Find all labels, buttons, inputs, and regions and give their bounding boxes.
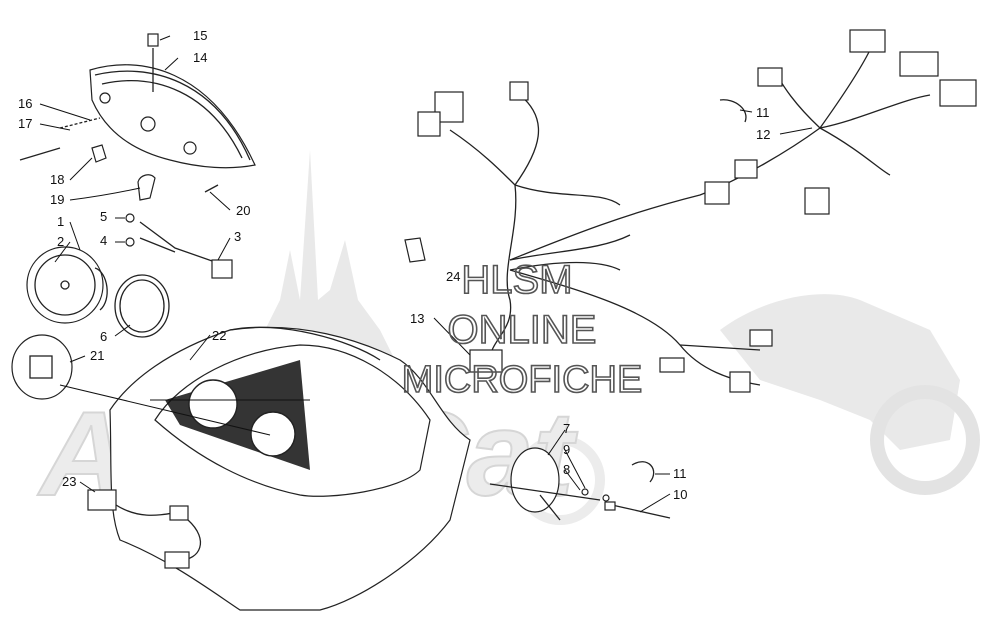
gauge-assembly	[11, 213, 233, 400]
callout-14: 14	[193, 50, 207, 65]
callout-2: 2	[57, 234, 64, 249]
callout-10: 10	[673, 487, 687, 502]
headlight-assembly	[19, 33, 256, 201]
callout-13: 13	[410, 311, 424, 326]
callout-15: 15	[193, 28, 207, 43]
watermark-hlsm: HLSM	[461, 258, 572, 302]
hlsm-watermark: HLSM ONLINE MICROFICHE	[401, 257, 643, 402]
callout-23: 23	[62, 474, 76, 489]
callout-4: 4	[100, 233, 107, 248]
callout-labels: 15 14 16 17 18 19 20 1 2 5 4 3 6 21 22 2…	[18, 28, 770, 502]
callout-22: 22	[212, 328, 226, 343]
watermark-microfiche: MICROFICHE	[402, 359, 643, 401]
callout-24: 24	[446, 269, 460, 284]
callout-5: 5	[100, 209, 107, 224]
callout-6: 6	[100, 329, 107, 344]
callout-19: 19	[50, 192, 64, 207]
callout-11-lower: 11	[673, 466, 687, 481]
callout-11-upper: 11	[756, 105, 770, 120]
callout-20: 20	[236, 203, 250, 218]
callout-21: 21	[90, 348, 104, 363]
callout-7: 7	[563, 421, 570, 436]
callout-18: 18	[50, 172, 64, 187]
wiring-harness	[87, 29, 977, 569]
callout-12: 12	[756, 127, 770, 142]
callout-8: 8	[563, 462, 570, 477]
leader-lines	[39, 35, 813, 513]
watermark-online: ONLINE	[448, 308, 597, 352]
callout-17: 17	[18, 116, 32, 131]
callout-1: 1	[57, 214, 64, 229]
callout-3: 3	[234, 229, 241, 244]
callout-9: 9	[563, 442, 570, 457]
callout-16: 16	[18, 96, 32, 111]
